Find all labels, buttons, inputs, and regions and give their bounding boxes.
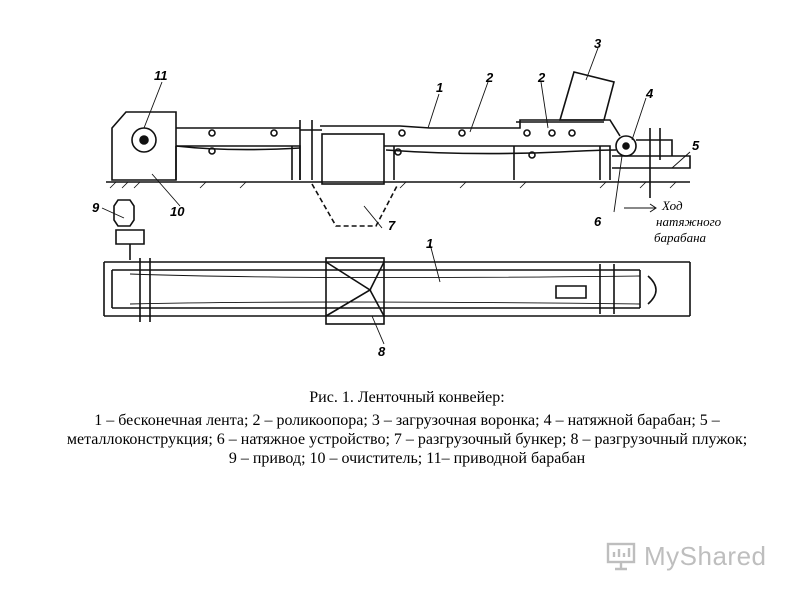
label-8: 8 <box>378 344 386 359</box>
unloading-chute <box>321 133 385 185</box>
frame-left <box>175 145 301 180</box>
drive-pulley-hub <box>139 135 149 145</box>
ground-hatch <box>109 181 677 189</box>
drive-gearbox <box>115 229 145 260</box>
plan-tail-pulley <box>599 264 657 314</box>
label-5: 5 <box>692 138 700 153</box>
travel-arrow <box>624 203 657 213</box>
unloading-hopper <box>311 183 399 227</box>
label-2-a: 2 <box>485 70 494 85</box>
caption-legend: 1 – бесконечная лента; 2 – роликоопора; … <box>66 412 748 467</box>
plan-chute <box>325 257 385 325</box>
loading-hopper <box>558 71 615 121</box>
tension-device <box>612 139 691 169</box>
drive-housing <box>111 111 177 181</box>
label-1-top: 1 <box>436 80 443 95</box>
conveyor-diagram: 11 1 2 2 3 4 5 6 7 1 8 9 10 Ход натяжног… <box>92 36 722 359</box>
tension-stop <box>649 128 661 198</box>
watermark: MyShared <box>604 538 774 574</box>
label-9: 9 <box>92 200 100 215</box>
label-6: 6 <box>594 214 602 229</box>
plan-frame-outer <box>103 261 691 317</box>
travel-label-line2: натяжного <box>656 214 722 229</box>
caption-title: Рис. 1. Ленточный конвейер: <box>309 389 505 406</box>
travel-label-line1: Ход <box>661 198 683 213</box>
label-3: 3 <box>594 36 602 51</box>
plow-scraper <box>325 261 385 317</box>
label-11: 11 <box>154 68 168 83</box>
transfer-frame <box>299 120 322 180</box>
travel-label-line3: барабана <box>654 230 707 245</box>
belt-top <box>176 119 621 137</box>
leader-lines <box>101 47 691 345</box>
label-2-b: 2 <box>537 70 546 85</box>
frame-right <box>384 145 611 180</box>
tail-pulley-hub <box>622 142 630 150</box>
label-4: 4 <box>645 86 654 101</box>
label-7: 7 <box>388 218 396 233</box>
presentation-board-icon <box>606 542 636 571</box>
watermark-text: MyShared <box>644 540 767 571</box>
label-10: 10 <box>170 204 185 219</box>
plan-belt <box>111 269 641 309</box>
label-1-bottom: 1 <box>426 236 433 251</box>
idlers <box>208 129 576 159</box>
drive-motor <box>113 199 135 227</box>
figure-caption: Рис. 1. Ленточный конвейер: 1 – бесконеч… <box>62 388 752 468</box>
plan-loading-mark <box>555 285 587 299</box>
plan-belt-edges <box>129 273 641 305</box>
plan-drive-shaft <box>139 258 151 322</box>
